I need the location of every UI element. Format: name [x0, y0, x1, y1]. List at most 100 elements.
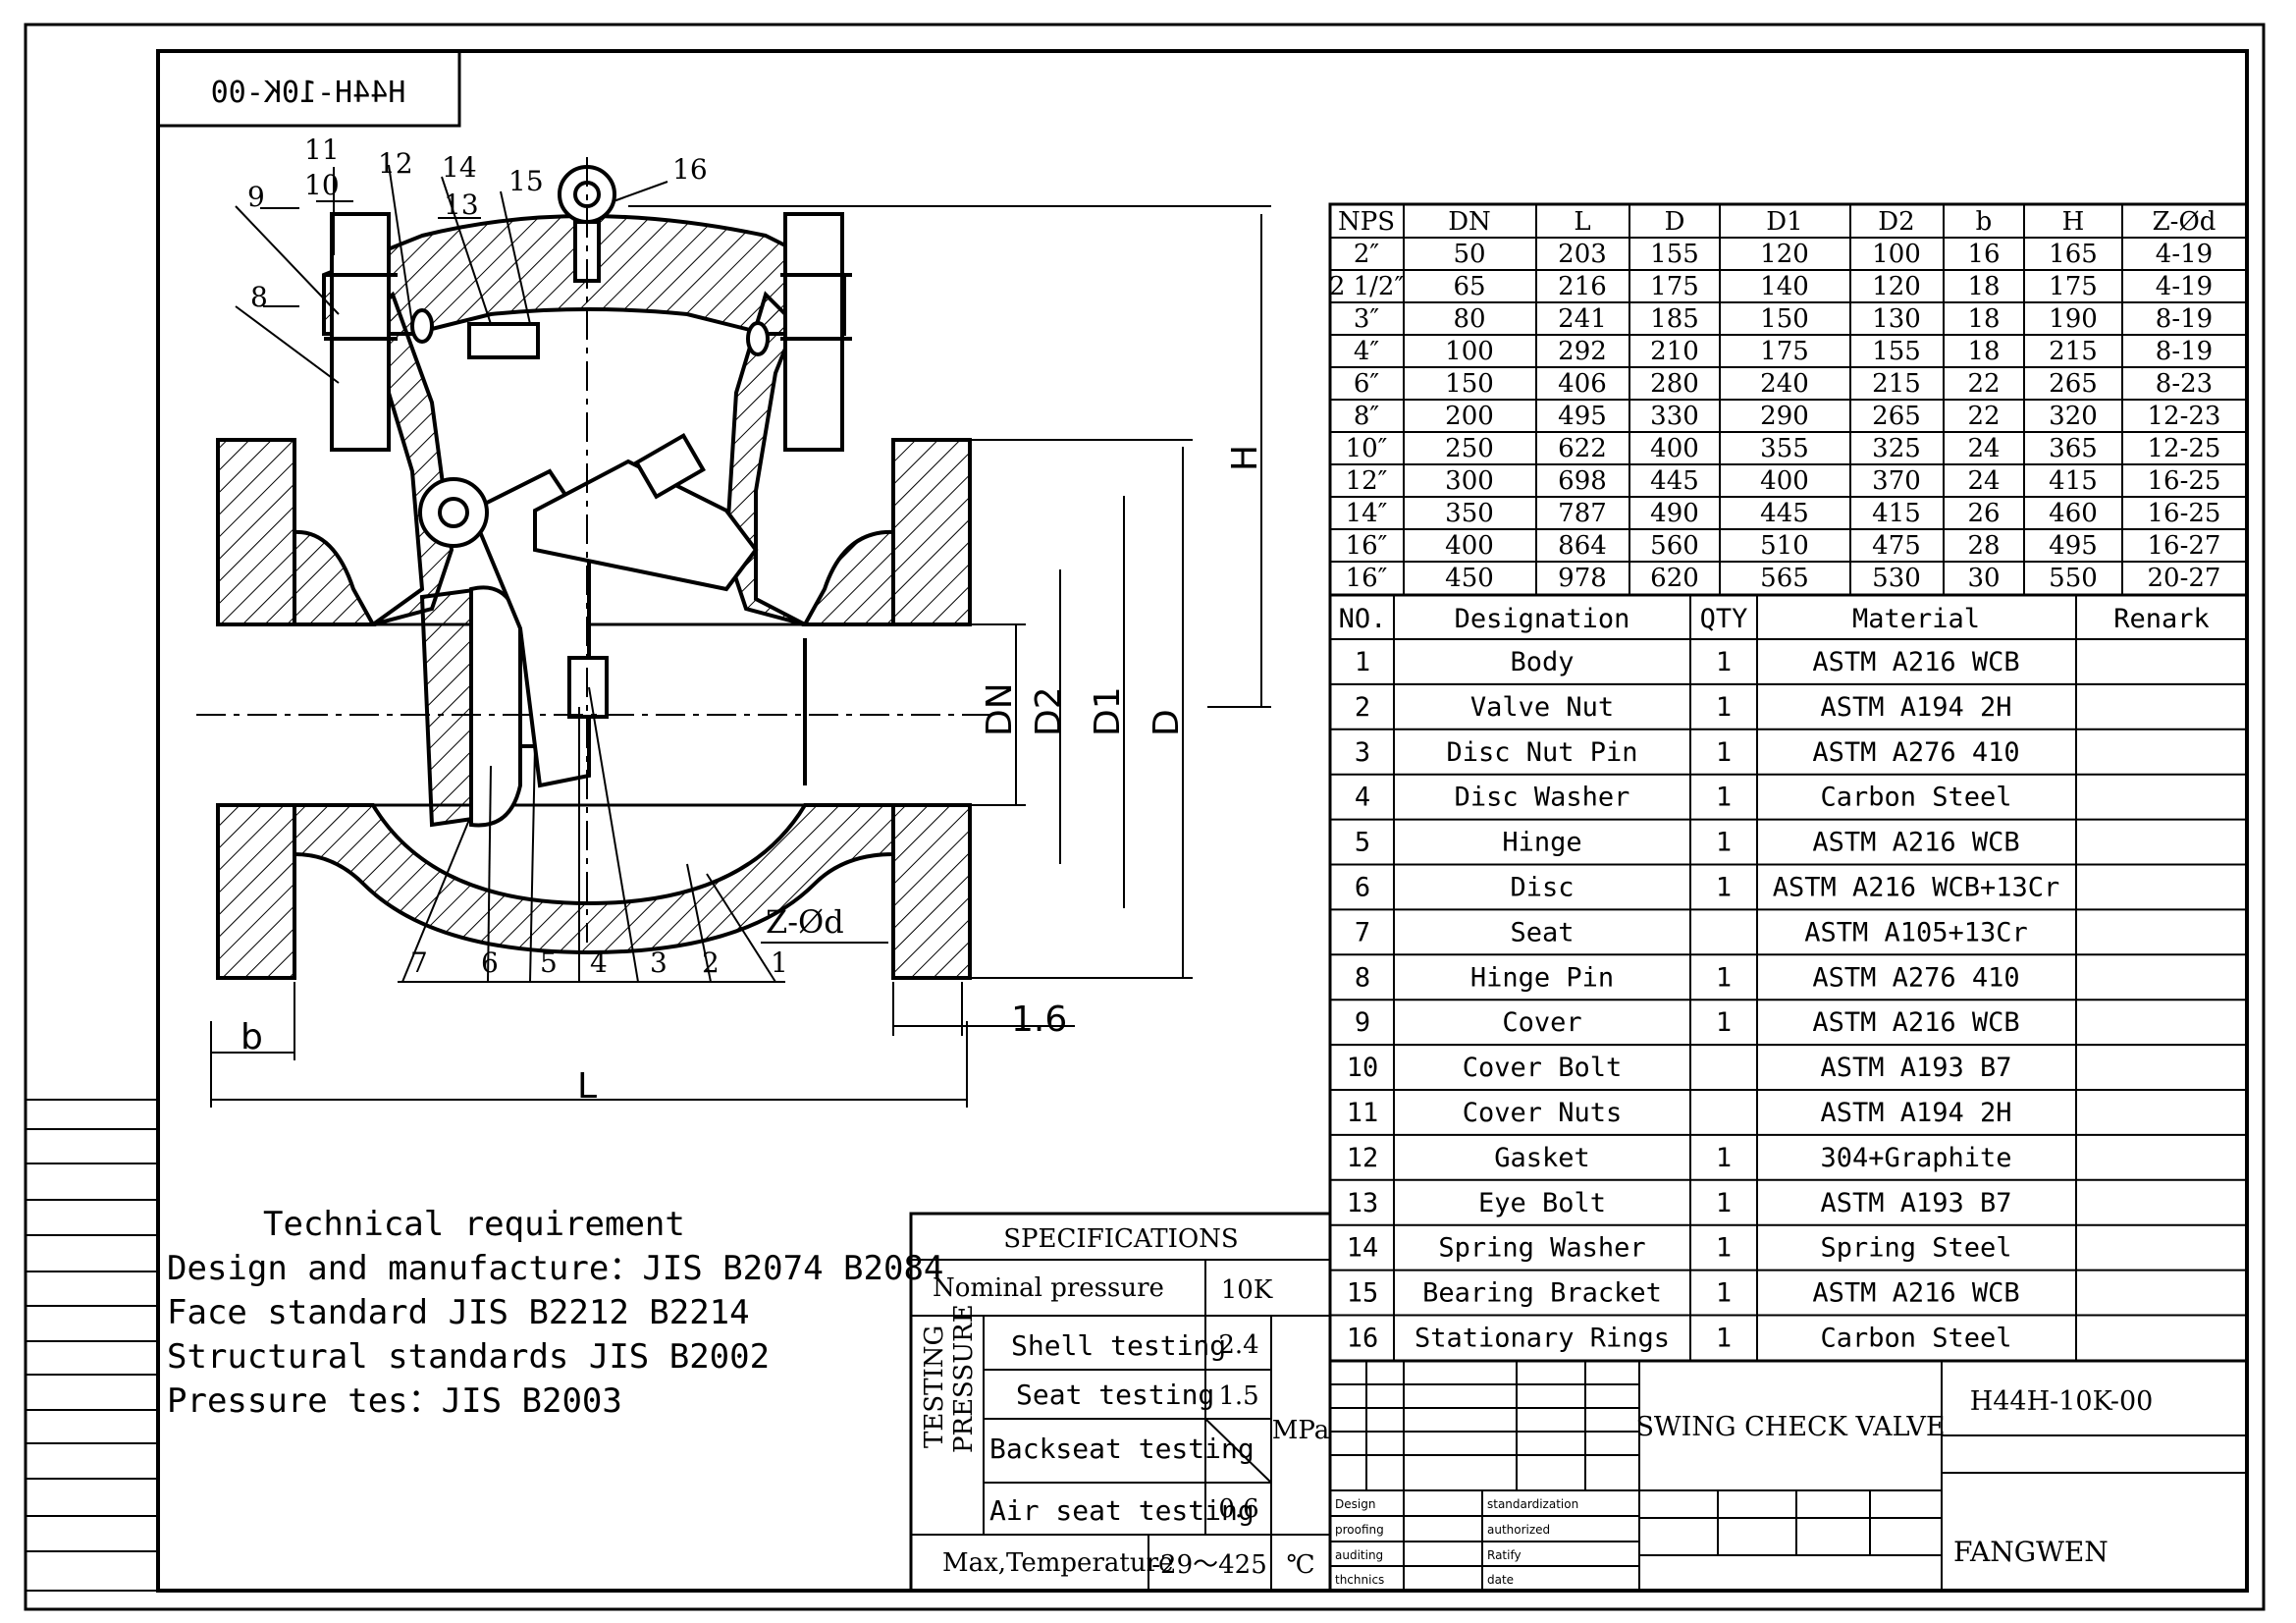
parts-table-cell: 1 — [1716, 647, 1732, 677]
parts-table-cell: Disc Nut Pin — [1446, 737, 1637, 768]
dim-table-cell: 2″ — [1354, 240, 1380, 269]
dim-table-cell: 4″ — [1354, 337, 1380, 366]
dim-surface: 1.6 — [1011, 1000, 1067, 1040]
callout-10: 10 — [304, 169, 340, 201]
spring-washer — [467, 322, 540, 359]
tech-line-1: Design and manufacture：JIS B2074 B2084 — [167, 1249, 943, 1288]
tb-auditing: auditing — [1335, 1548, 1383, 1562]
dim-table-cell: 241 — [1558, 304, 1607, 334]
tb-technics: thchnics — [1335, 1573, 1384, 1587]
dim-table-cell: 2 1/2″ — [1329, 272, 1405, 301]
parts-table-header-4: Renark — [2113, 604, 2210, 634]
dim-table-cell: 155 — [1650, 240, 1699, 269]
dim-table-cell: 12-23 — [2148, 402, 2221, 431]
dim-table-cell: 400 — [1760, 466, 1809, 496]
body-upper-right — [801, 529, 895, 626]
parts-table-cell: ASTM A216 WCB — [1812, 1007, 2019, 1038]
dim-table-cell: 20-27 — [2148, 564, 2221, 593]
parts-table-cell: Bearing Bracket — [1422, 1278, 1662, 1309]
parts-table-cell: 1 — [1716, 1188, 1732, 1218]
dim-table-cell: 28 — [1967, 531, 2000, 561]
dim-table-cell: 18 — [1967, 304, 2000, 334]
dim-table-header-5: D2 — [1878, 207, 1914, 237]
dim-table-cell: 16-27 — [2148, 531, 2221, 561]
parts-table-cell: Spring Washer — [1438, 1233, 1645, 1264]
dim-table-cell: 400 — [1650, 434, 1699, 463]
dim-table-cell: 265 — [1872, 402, 1921, 431]
dim-table-cell: 320 — [2049, 402, 2098, 431]
spec-testing-label-2: PRESSURE — [949, 1304, 979, 1453]
left-margin-strip — [26, 1099, 158, 1592]
spec-testing-label-1: TESTING — [920, 1325, 949, 1448]
dim-table-header-2: L — [1574, 207, 1590, 237]
cover-bolt-right — [783, 212, 844, 452]
parts-table-cell: ASTM A276 410 — [1812, 737, 2019, 768]
parts-table-cell: 7 — [1355, 917, 1370, 947]
callout-numbers: 1 2 3 4 5 6 7 8 9 10 11 12 13 14 15 16 — [247, 134, 788, 979]
dim-table-cell: 26 — [1967, 499, 2000, 528]
dim-table-cell: 530 — [1872, 564, 1921, 593]
parts-table-cell: 1 — [1716, 828, 1732, 858]
dim-table-cell: 355 — [1760, 434, 1809, 463]
dim-table-cell: 140 — [1760, 272, 1809, 301]
parts-table-cell: 4 — [1355, 783, 1370, 813]
parts-table-cell: 3 — [1355, 737, 1370, 768]
tb-ratify: Ratify — [1487, 1548, 1522, 1562]
spec-nominal-value: 10K — [1221, 1275, 1273, 1305]
callout-7: 7 — [410, 947, 428, 979]
spec-seat-value: 1.5 — [1218, 1381, 1258, 1411]
dim-table-cell: 3″ — [1354, 304, 1380, 334]
dim-table-cell: 8-19 — [2156, 337, 2213, 366]
spec-title: SPECIFICATIONS — [1003, 1224, 1239, 1254]
parts-table-cell: 1 — [1716, 737, 1732, 768]
hinge-pin — [438, 497, 469, 528]
dim-table-cell: 16″ — [1346, 531, 1388, 561]
dim-table-cell: 240 — [1760, 369, 1809, 399]
callout-8: 8 — [250, 281, 268, 313]
parts-table-cell: ASTM A193 B7 — [1820, 1188, 2011, 1218]
dim-table-cell: 24 — [1967, 434, 2000, 463]
dim-table-cell: 370 — [1872, 466, 1921, 496]
parts-table-cell: 1 — [1716, 1233, 1732, 1264]
parts-table-cell: 1 — [1716, 783, 1732, 813]
dim-table-cell: 4-19 — [2156, 240, 2213, 269]
tb-authorized: authorized — [1487, 1523, 1550, 1537]
body-upper-left — [293, 529, 377, 626]
dim-table-cell: 300 — [1445, 466, 1494, 496]
dim-table-cell: 365 — [2049, 434, 2098, 463]
dim-table-cell: 12″ — [1346, 466, 1388, 496]
gasket-left — [410, 308, 434, 344]
parts-table-cell: 15 — [1347, 1278, 1379, 1309]
dim-table-cell: 30 — [1967, 564, 2000, 593]
parts-table-cell: Hinge — [1502, 828, 1581, 858]
right-flange-upper — [891, 438, 972, 626]
cover-bolt-left — [330, 212, 391, 452]
parts-table-cell: Valve Nut — [1470, 692, 1614, 723]
parts-table-cell: 2 — [1355, 692, 1370, 723]
dim-table-cell: 450 — [1445, 564, 1494, 593]
outer-border — [24, 23, 2266, 1611]
callout-11: 11 — [304, 134, 340, 166]
parts-table-cell: ASTM A216 WCB — [1812, 828, 2019, 858]
parts-table-cell: 10 — [1347, 1053, 1379, 1083]
dim-table-cell: 495 — [2049, 531, 2098, 561]
dim-table-cell: 12-25 — [2148, 434, 2221, 463]
dim-table-cell: 560 — [1650, 531, 1699, 561]
parts-table-cell: 1 — [1716, 692, 1732, 723]
parts-table-cell: 16 — [1347, 1324, 1379, 1354]
callout-5: 5 — [540, 947, 558, 979]
dim-table-cell: 200 — [1445, 402, 1494, 431]
dim-table-cell: 16″ — [1346, 564, 1388, 593]
spec-seat-label: Seat testing — [1016, 1379, 1214, 1411]
dim-table-cell: 22 — [1967, 369, 2000, 399]
dim-table-cell: 698 — [1558, 466, 1607, 496]
left-flange-upper — [216, 438, 296, 626]
parts-table-cell: 12 — [1347, 1143, 1379, 1173]
parts-table-header-3: Material — [1852, 604, 1980, 634]
dim-table-cell: 190 — [2049, 304, 2098, 334]
dim-D1: D1 — [1088, 686, 1128, 736]
specifications-text: SPECIFICATIONS Nominal pressure 10K TEST… — [920, 1224, 1329, 1580]
parts-table-cell: 1 — [1716, 1278, 1732, 1309]
dim-table-cell: 250 — [1445, 434, 1494, 463]
